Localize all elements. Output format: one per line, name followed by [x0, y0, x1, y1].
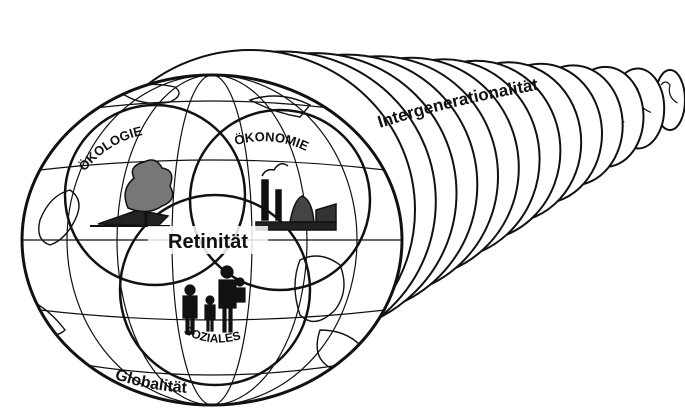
center-label: Retinität — [168, 231, 248, 253]
